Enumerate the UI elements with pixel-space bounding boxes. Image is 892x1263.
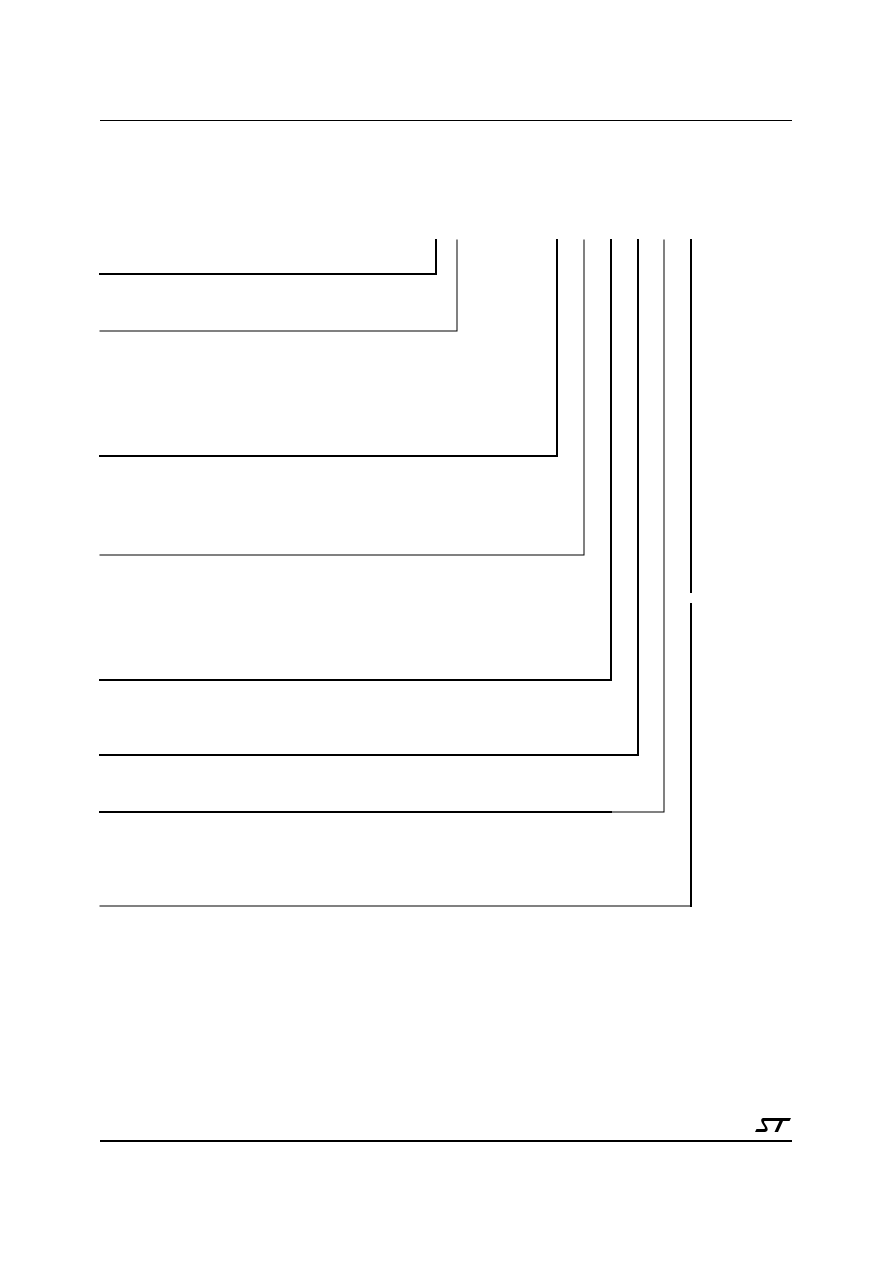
field-connector-6	[99, 239, 639, 756]
footer-rule	[100, 1140, 792, 1142]
field-connector-1	[99, 239, 437, 275]
field-connector-7b	[610, 239, 665, 813]
field-connector-3	[99, 239, 558, 457]
field-connector-5	[99, 239, 612, 681]
header-rule	[100, 120, 792, 121]
field-connector-4	[99, 239, 585, 556]
field-connector-2	[99, 239, 458, 332]
st-logo	[755, 1118, 791, 1132]
